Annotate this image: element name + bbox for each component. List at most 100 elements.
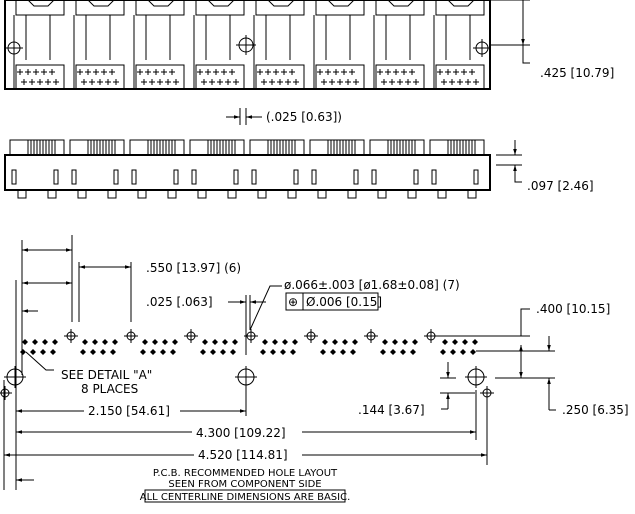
pin-hole xyxy=(400,349,406,355)
side-pin xyxy=(371,169,377,185)
dim-height: .425 [10.79] xyxy=(540,66,614,80)
pin-mark xyxy=(105,79,111,85)
pin-mark xyxy=(285,79,291,85)
pin-hole xyxy=(290,349,296,355)
pin-mark xyxy=(169,69,175,75)
port-tab xyxy=(27,0,55,7)
pin-mark xyxy=(405,79,411,85)
side-pin xyxy=(131,169,137,185)
side-pin xyxy=(71,169,77,185)
pin-hole xyxy=(22,339,28,345)
pin-hole xyxy=(112,339,118,345)
pin-mark xyxy=(89,79,95,85)
pin-hole xyxy=(150,349,156,355)
pin-hole xyxy=(202,339,208,345)
pin-mark xyxy=(165,79,171,85)
pin-mark xyxy=(377,69,383,75)
pin-hole xyxy=(260,349,266,355)
side-pin xyxy=(293,169,299,185)
pin-hole xyxy=(320,349,326,355)
pin-mark xyxy=(45,79,51,85)
pin-hole xyxy=(90,349,96,355)
port-latch xyxy=(375,0,425,16)
port-tab xyxy=(87,0,115,7)
side-pin xyxy=(233,169,239,185)
side-foot xyxy=(317,190,357,199)
port xyxy=(13,0,65,90)
side-pin xyxy=(473,169,479,185)
dim-2150: 2.150 [54.61] xyxy=(88,404,170,418)
side-port xyxy=(249,139,305,199)
port-latch xyxy=(315,0,365,16)
pin-hole xyxy=(222,339,228,345)
side-port xyxy=(429,139,485,199)
pin-hole xyxy=(292,339,298,345)
dim-4300: 4.300 [109.22] xyxy=(196,426,286,440)
pin-mark xyxy=(289,69,295,75)
pin-mark xyxy=(385,69,391,75)
pin-hole xyxy=(140,349,146,355)
pin-hole xyxy=(472,339,478,345)
pin-hole xyxy=(80,349,86,355)
side-view xyxy=(4,139,491,199)
pin-mark xyxy=(337,79,343,85)
pin-mark xyxy=(141,79,147,85)
side-foot xyxy=(17,190,57,199)
pin-mark xyxy=(317,69,323,75)
pin-mark xyxy=(101,69,107,75)
port-tab xyxy=(207,0,235,7)
pin-hole xyxy=(172,339,178,345)
pin-mark xyxy=(225,79,231,85)
pin-hole xyxy=(460,349,466,355)
pin-hole xyxy=(392,339,398,345)
port-tab xyxy=(387,0,415,7)
pin-hole xyxy=(40,349,46,355)
dim-250: .250 [6.35] xyxy=(562,403,629,417)
pin-hole xyxy=(410,349,416,355)
port-pin-block xyxy=(15,64,65,90)
port-latch xyxy=(15,0,65,16)
pin-mark xyxy=(265,69,271,75)
pin-hole xyxy=(452,339,458,345)
pin-hole xyxy=(322,339,328,345)
pin-mark xyxy=(269,79,275,85)
side-pin xyxy=(413,169,419,185)
pin-hole xyxy=(230,349,236,355)
port-pin-block xyxy=(195,64,245,90)
side-pin xyxy=(251,169,257,185)
pin-hole xyxy=(350,349,356,355)
pin-hole xyxy=(102,339,108,345)
pin-mark xyxy=(257,69,263,75)
pin-mark xyxy=(97,79,103,85)
top-view xyxy=(4,0,491,90)
port xyxy=(253,0,305,90)
side-port xyxy=(129,139,185,199)
port xyxy=(373,0,425,90)
pin-mark xyxy=(449,79,455,85)
side-pin xyxy=(353,169,359,185)
pin-hole xyxy=(170,349,176,355)
side-pin xyxy=(113,169,119,185)
pin-mark xyxy=(349,69,355,75)
pin-mark xyxy=(333,69,339,75)
port-pin-block xyxy=(375,64,425,90)
pin-mark xyxy=(281,69,287,75)
side-pin xyxy=(53,169,59,185)
pin-mark xyxy=(353,79,359,85)
pin-mark xyxy=(229,69,235,75)
pin-hole xyxy=(160,349,166,355)
hole-spec: ø.066±.003 [ø1.68±0.08] (7) xyxy=(284,278,460,292)
port xyxy=(133,0,185,90)
detail-note: SEE DETAIL "A" xyxy=(61,368,152,382)
pin-hole xyxy=(450,349,456,355)
pin-hole xyxy=(330,349,336,355)
pin-mark xyxy=(441,79,447,85)
pin-mark xyxy=(49,69,55,75)
pin-hole xyxy=(32,339,38,345)
pcb-hole-layout xyxy=(0,329,494,400)
port-latch xyxy=(195,0,245,16)
pin-hole xyxy=(42,339,48,345)
pin-hole xyxy=(402,339,408,345)
pin-hole xyxy=(442,339,448,345)
dimension-lines xyxy=(3,0,556,503)
